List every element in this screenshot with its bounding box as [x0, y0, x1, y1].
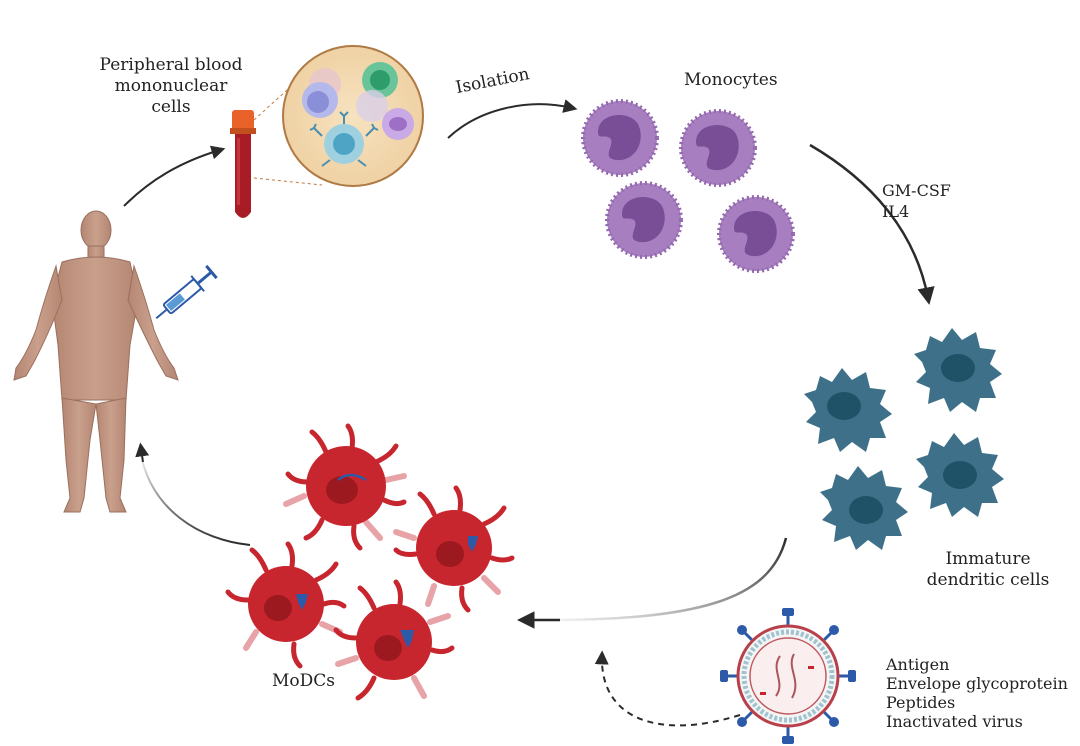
arrow-antigen-loading	[594, 650, 741, 727]
blood-tube-icon	[230, 110, 256, 218]
pbmc-label: Peripheral blood mononuclear cells	[99, 55, 243, 117]
monocytes-group	[581, 99, 795, 273]
immature-dc-label: Immature dendritic cells	[926, 549, 1050, 590]
pbmc-magnified-circle	[282, 45, 424, 187]
virus-particle-icon	[720, 608, 856, 744]
immature-dendritic-cell	[916, 433, 1004, 517]
syringe-icon	[155, 264, 218, 320]
antigen-list-label: Antigen Envelope glycoprotein Peptides I…	[886, 655, 1068, 731]
modc-cell	[333, 579, 455, 701]
cytokines-label: GM-CSF IL4	[882, 181, 951, 221]
immature-dendritic-cell	[820, 466, 908, 550]
modc-cell	[283, 423, 407, 551]
arrow-reinfusion	[139, 449, 251, 546]
monocyte-cell	[679, 109, 757, 187]
zoom-line-bottom	[253, 177, 323, 186]
monocyte-cell	[581, 99, 659, 177]
modc-cell	[393, 485, 515, 613]
human-figure	[13, 210, 179, 513]
immature-dendritic-cells-group	[804, 328, 1004, 550]
arrow-isolation	[447, 99, 578, 139]
monocyte-cell	[717, 195, 795, 273]
immature-dendritic-cell	[804, 368, 892, 452]
modc-cell	[225, 541, 347, 669]
immature-dendritic-cell	[914, 328, 1002, 412]
modcs-group	[225, 423, 515, 701]
arrow-human-to-blood	[123, 145, 226, 207]
monocytes-label: Monocytes	[684, 70, 778, 90]
monocyte-cell	[605, 181, 683, 259]
arrow-maturation	[521, 537, 788, 622]
modcs-label: MoDCs	[272, 671, 336, 691]
arrow-reinfusion-head	[135, 442, 150, 463]
arrow-differentiation	[809, 143, 935, 305]
